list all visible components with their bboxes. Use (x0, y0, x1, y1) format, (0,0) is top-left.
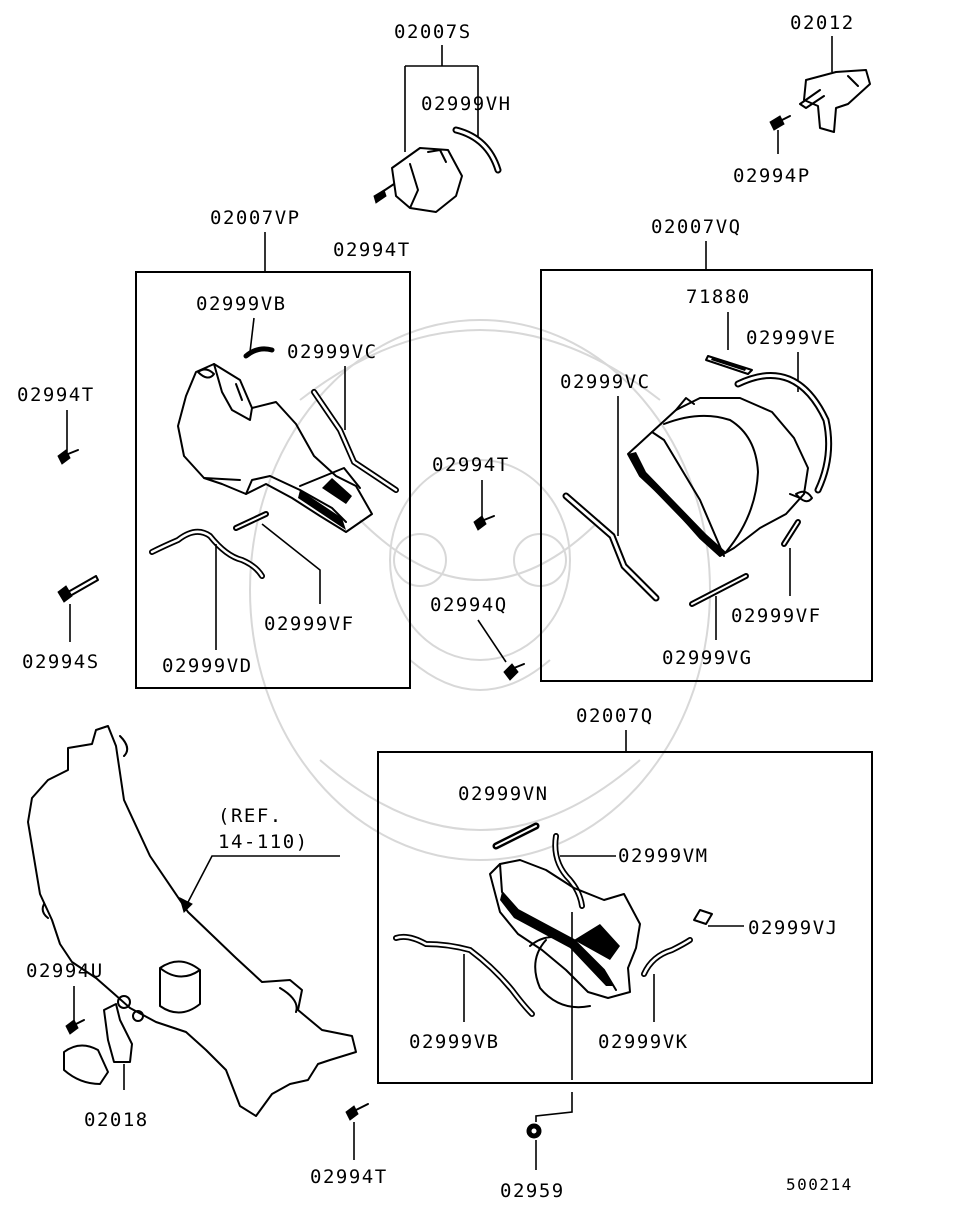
label-02018: 02018 (84, 1109, 149, 1131)
part-71880-label (705, 355, 753, 375)
part-group-engine-ref: (REF. 14-110) 02994U 02018 (26, 725, 357, 1131)
label-02994Q: 02994Q (430, 594, 508, 616)
part-02999VH (452, 126, 502, 174)
box-02007VQ (540, 269, 873, 682)
part-group-center-bolts: 02994T 02994Q (430, 454, 525, 681)
bolt-02994T-left (57, 449, 79, 465)
nut-02959 (526, 1123, 542, 1139)
part-group-02007VP: 02007VP 02999VB 02999VC 02999VD 02999VF (135, 207, 411, 689)
background-watermark (249, 319, 711, 861)
label-02999VF-vq: 02999VF (731, 605, 822, 627)
label-02999VB-vp: 02999VB (196, 293, 287, 315)
part-group-bottom-bolt: 02994T (310, 1103, 388, 1188)
label-02999VC-vq: 02999VC (560, 371, 651, 393)
label-02999VN: 02999VN (458, 783, 549, 805)
label-02999VG: 02999VG (662, 647, 753, 669)
label-02994T-mid: 02994T (432, 454, 510, 476)
label-02007VQ: 02007VQ (651, 216, 742, 238)
bolt-02994T-top (373, 183, 395, 204)
label-02994S: 02994S (22, 651, 100, 673)
bolt-02994T-bottom (345, 1103, 369, 1121)
bolt-02994Q (503, 663, 525, 681)
bolt-02994P (769, 115, 791, 131)
bolt-02994T-mid (473, 515, 495, 531)
part-02007Q-cover (489, 859, 641, 999)
label-02007Q: 02007Q (576, 705, 654, 727)
engine-port (159, 960, 201, 1014)
part-group-02012: 02012 02994P (733, 12, 871, 187)
label-02999VJ: 02999VJ (748, 917, 839, 939)
part-02999VD (149, 528, 265, 579)
label-02994T-bottom: 02994T (310, 1166, 388, 1188)
part-group-left-bolts: 02994T 02994S (17, 384, 100, 673)
label-02999VD: 02999VD (162, 655, 253, 677)
part-02018-bracket (103, 1003, 133, 1063)
part-02999VB-vp (243, 346, 275, 359)
label-02994U: 02994U (26, 960, 104, 982)
part-group-02007S: 02007S 02999VH 02994T (333, 21, 512, 261)
label-02999VH: 02999VH (421, 93, 512, 115)
label-02999VB-q: 02999VB (409, 1031, 500, 1053)
engine-block-outline (27, 725, 357, 1117)
part-02012-bracket (799, 69, 871, 133)
label-02994T-top: 02994T (333, 239, 411, 261)
bolt-02994U (65, 1019, 85, 1035)
part-02007VP-cover (177, 363, 373, 533)
label-ref-line1: (REF. (218, 805, 283, 827)
label-02994P: 02994P (733, 165, 811, 187)
box-02007VP (135, 271, 411, 689)
label-ref-line2: 14-110) (218, 831, 309, 853)
label-02007S: 02007S (394, 21, 472, 43)
label-02999VK: 02999VK (598, 1031, 689, 1053)
label-02999VC-vp: 02999VC (287, 341, 378, 363)
part-02007S-cover (391, 147, 463, 213)
label-02999VM: 02999VM (618, 845, 709, 867)
leader-02007S (404, 45, 479, 152)
part-02007VQ-cover (627, 397, 809, 557)
label-02959: 02959 (500, 1180, 565, 1202)
part-02999VJ (693, 909, 713, 925)
label-02994T-left: 02994T (17, 384, 95, 406)
label-02012: 02012 (790, 12, 855, 34)
part-group-02007VQ: 02007VQ 71880 02999VE 02999VC 02999VF 02… (540, 216, 873, 682)
label-02007VP: 02007VP (210, 207, 301, 229)
box-02007Q (377, 751, 873, 1084)
ref-leader (185, 855, 340, 907)
part-02999VE (734, 372, 833, 494)
bolt-02994S (57, 575, 99, 603)
label-71880: 71880 (686, 286, 751, 308)
label-02999VE: 02999VE (746, 327, 837, 349)
label-02999VF-vp: 02999VF (264, 613, 355, 635)
part-group-02007Q: 02007Q 02999VN 02999VM 02999VB 02999VK 0… (377, 705, 873, 1202)
diagram-id: 500214 (786, 1175, 853, 1194)
